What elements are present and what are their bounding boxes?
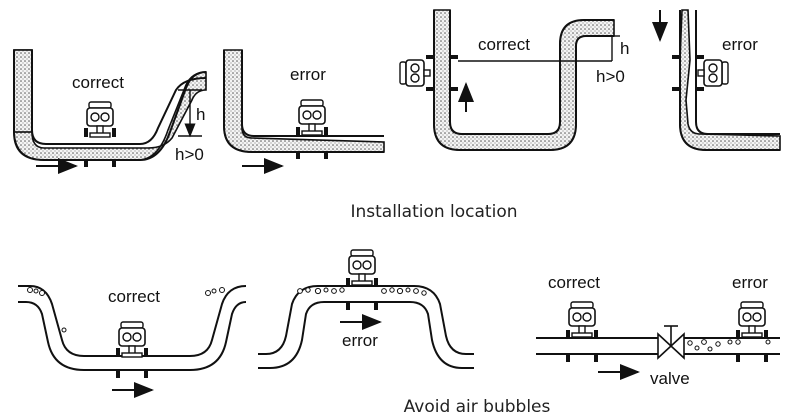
panel-bottom-correct: correct xyxy=(18,285,247,398)
flow-meter-icon xyxy=(86,101,114,138)
flow-meter-icon xyxy=(399,59,431,87)
pipe-outline xyxy=(13,50,207,161)
flow-meter-icon xyxy=(348,249,376,286)
error-label: error xyxy=(290,65,326,84)
h-gt-0-label: h>0 xyxy=(596,67,625,86)
panel-top-correct-1: h h>0 correct xyxy=(13,49,207,174)
panel-top-error-1: error xyxy=(223,49,385,174)
h-label: h xyxy=(620,39,629,58)
caption-installation-location: Installation location xyxy=(350,202,517,222)
h-label: h xyxy=(196,105,205,124)
flow-meter-icon xyxy=(738,301,766,338)
correct-label: correct xyxy=(478,35,530,54)
flow-meter-icon xyxy=(568,301,596,338)
error-label: error xyxy=(722,35,758,54)
panel-top-correct-2: h h>0 correct xyxy=(399,9,629,151)
correct-label: correct xyxy=(108,287,160,306)
error-label: error xyxy=(732,273,768,292)
panel-bottom-error: error xyxy=(258,249,474,369)
valve-label: valve xyxy=(650,369,690,388)
h-gt-0-label: h>0 xyxy=(175,145,204,164)
flow-meter-icon xyxy=(697,59,729,87)
panel-bottom-valve: correct error valve xyxy=(536,273,780,388)
flow-meter-icon xyxy=(298,99,326,136)
valve-icon xyxy=(657,325,685,360)
caption-avoid-air-bubbles: Avoid air bubbles xyxy=(404,397,551,417)
flange-group xyxy=(84,128,116,167)
flow-meter-icon xyxy=(118,321,146,358)
error-label: error xyxy=(342,331,378,350)
correct-label: correct xyxy=(72,73,124,92)
correct-label: correct xyxy=(548,273,600,292)
bubble-cluster xyxy=(297,287,427,296)
bubble-cluster xyxy=(687,339,771,352)
panel-top-error-2: error xyxy=(652,9,781,151)
